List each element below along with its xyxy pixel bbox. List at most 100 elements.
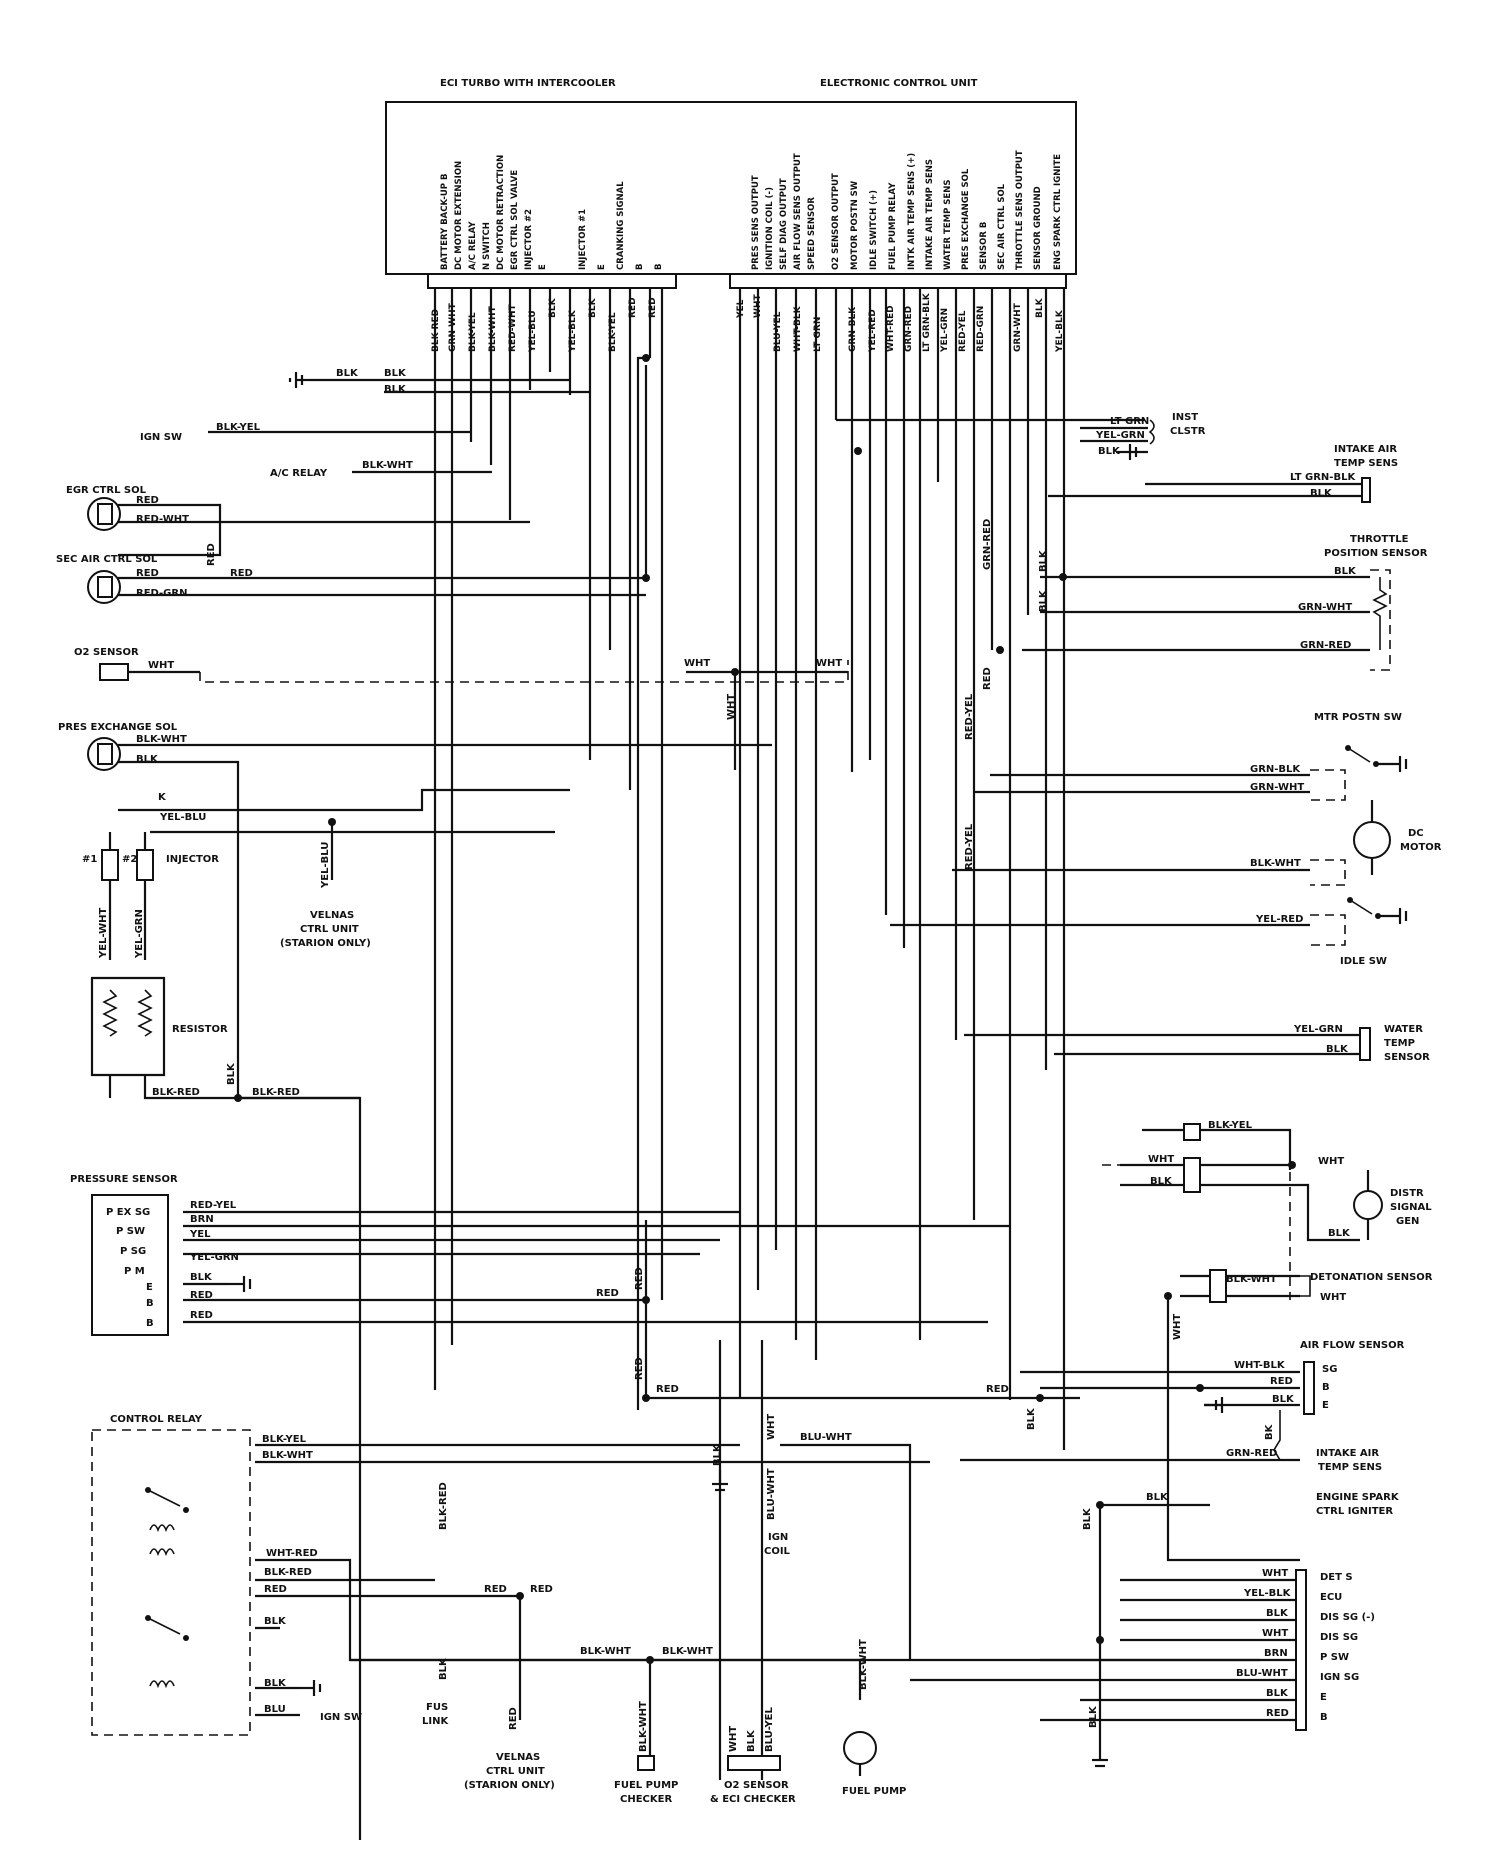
solenoid-icon — [87, 497, 121, 531]
velnas-wire: RED — [508, 1707, 519, 1730]
right-labels: LT GRN YEL-GRN BLK INST CLSTR INTAKE AIR… — [1082, 412, 1442, 1768]
mtr-postn-wire: GRN-WHT — [1250, 782, 1304, 793]
ecu-terminal: INTAKE AIR TEMP SENS — [925, 159, 935, 270]
injector-2 — [136, 849, 154, 881]
igniter-connector — [1295, 1569, 1307, 1731]
egr-wire: RED — [136, 495, 159, 506]
o2-wht: WHT — [726, 694, 737, 720]
water-temp-label: WATER — [1384, 1024, 1423, 1035]
wire-color: BLK — [1035, 297, 1045, 318]
igniter-title: CTRL IGNITER — [1316, 1506, 1393, 1517]
control-relay: CONTROL RELAY BLK-YEL BLK-WHT WHT-RED BL… — [91, 1414, 362, 1736]
igniter-pin: DET S — [1320, 1572, 1353, 1583]
o2-title: O2 SENSOR — [74, 647, 139, 658]
resistor-label: RESISTOR — [172, 1024, 228, 1035]
wire-color: YEL-BLK — [568, 309, 578, 353]
resistor-icon — [102, 989, 153, 1037]
pressure-sensor-wire: RED-YEL — [190, 1200, 237, 1211]
ecu-terminal: SENSOR B — [979, 222, 989, 270]
igniter-wire: WHT — [1262, 1568, 1288, 1579]
blu-wht-label: BLU-WHT — [800, 1432, 852, 1443]
fuel-pump-checker-wire: BLK-WHT — [638, 1701, 649, 1752]
ecu-terminal: AIR FLOW SENS OUTPUT — [793, 153, 803, 270]
junction-dot — [234, 1094, 242, 1102]
igniter-title: ENGINE SPARK — [1316, 1492, 1400, 1503]
ecu-terminal: INJECTOR #1 — [578, 209, 588, 270]
wire-color: WHT-RED — [886, 305, 896, 352]
relay-switch-icon — [145, 1487, 189, 1641]
tps-wire: GRN-WHT — [1298, 602, 1352, 613]
ground-icon — [230, 1276, 252, 1292]
ground-icon — [1204, 1397, 1224, 1413]
fuel-pump-wire: BLK-WHT — [858, 1639, 869, 1690]
inst-wire: LT GRN — [1110, 416, 1149, 427]
solenoid-icon — [87, 570, 121, 604]
injector-top-label: K — [158, 792, 167, 803]
junction-dot — [516, 1592, 524, 1600]
pressure-sensor-wire: BLK — [190, 1272, 213, 1283]
ecu-terminal: A/C RELAY — [468, 221, 478, 270]
airflow-wire: WHT-BLK — [1234, 1360, 1286, 1371]
water-temp-wire: BLK — [1326, 1044, 1349, 1055]
ground-icon — [1092, 1750, 1108, 1768]
coil-icon — [149, 1524, 175, 1689]
wire-color: RED — [648, 297, 658, 318]
igniter-pin: DIS SG — [1320, 1632, 1358, 1643]
fuse-link-wire: BLK — [438, 1657, 449, 1680]
control-relay-wire: BLK-WHT — [262, 1450, 313, 1461]
mid-red: RED — [596, 1288, 619, 1299]
ign-sw-label: IGN SW — [140, 432, 182, 443]
igniter-wire: BRN — [1264, 1648, 1288, 1659]
ecu-terminal: BATTERY BACK-UP B — [440, 174, 450, 270]
ecu-terminal: PRES EXCHANGE SOL — [961, 168, 971, 270]
o2-checker-wire: BLU-YEL — [764, 1706, 775, 1752]
signal-gen-icon — [1353, 1170, 1383, 1240]
grn-red-label: GRN-RED — [982, 519, 993, 570]
igniter-wire: RED — [1266, 1708, 1289, 1719]
injector-title: INJECTOR — [166, 854, 219, 865]
sec-air-wire: RED-GRN — [136, 588, 187, 599]
distr-label: SIGNAL — [1390, 1202, 1432, 1213]
velnas-wire: YEL-BLU — [320, 842, 331, 889]
ecu-left-title: ECI TURBO WITH INTERCOOLER — [440, 78, 616, 89]
control-relay-wire: WHT-RED — [266, 1548, 318, 1559]
mtr-postn-wire: GRN-BLK — [1250, 764, 1301, 775]
junction-dot — [1288, 1161, 1296, 1169]
iat-title: TEMP SENS — [1334, 458, 1398, 469]
ecu-terminal: SEC AIR CTRL SOL — [997, 183, 1007, 270]
ecu-terminal: CRANKING SIGNAL — [616, 181, 626, 270]
velnas-label: (STARION ONLY) — [464, 1780, 555, 1791]
ecu-terminal: MOTOR POSTN SW — [850, 180, 860, 270]
igniter-wire: BLK — [1266, 1688, 1289, 1699]
control-relay-ign-sw: IGN SW — [320, 1712, 362, 1723]
potentiometer-icon — [1370, 569, 1391, 671]
junctions — [234, 354, 1296, 1664]
wire-color: YEL-GRN — [940, 308, 950, 353]
igniter-pin: B — [1320, 1712, 1328, 1723]
ecu-terminal: INJECTOR #2 — [524, 209, 534, 270]
injector-wire: YEL-BLU — [159, 812, 206, 823]
airflow-wire: BLK — [1272, 1394, 1295, 1405]
red-yel-label: RED-YEL — [964, 693, 975, 740]
ac-relay-label: A/C RELAY — [270, 468, 328, 479]
ground-icon — [712, 1470, 728, 1492]
sec-air-title: SEC AIR CTRL SOL — [56, 554, 158, 565]
ecu-terminal: DC MOTOR RETRACTION — [496, 155, 506, 270]
ecu-terminal: B — [654, 264, 664, 270]
sec-air-wire: RED — [230, 568, 253, 579]
o2-checker-label: & ECI CHECKER — [710, 1794, 796, 1805]
ecu-terminal: INTK AIR TEMP SENS (+) — [907, 153, 917, 270]
tps-wire: BLK — [1334, 566, 1357, 577]
pes-title: PRES EXCHANGE SOL — [58, 722, 178, 733]
pes-wire: BLK — [136, 754, 159, 765]
resistor-wire: BLK-RED — [252, 1087, 300, 1098]
detonation-wire: WHT — [1172, 1314, 1183, 1340]
ecu-terminal: SPEED SENSOR — [807, 197, 817, 270]
detonation-wire: WHT — [1320, 1292, 1346, 1303]
airflow-bk: BK — [1264, 1423, 1275, 1440]
ground-wire-label: BLK — [384, 384, 407, 395]
fuel-pump-bus: BLK-WHT — [580, 1646, 631, 1657]
iat2-label: INTAKE AIR — [1316, 1448, 1379, 1459]
fuel-pump-checker — [637, 1755, 655, 1771]
control-relay-title: CONTROL RELAY — [110, 1414, 203, 1425]
